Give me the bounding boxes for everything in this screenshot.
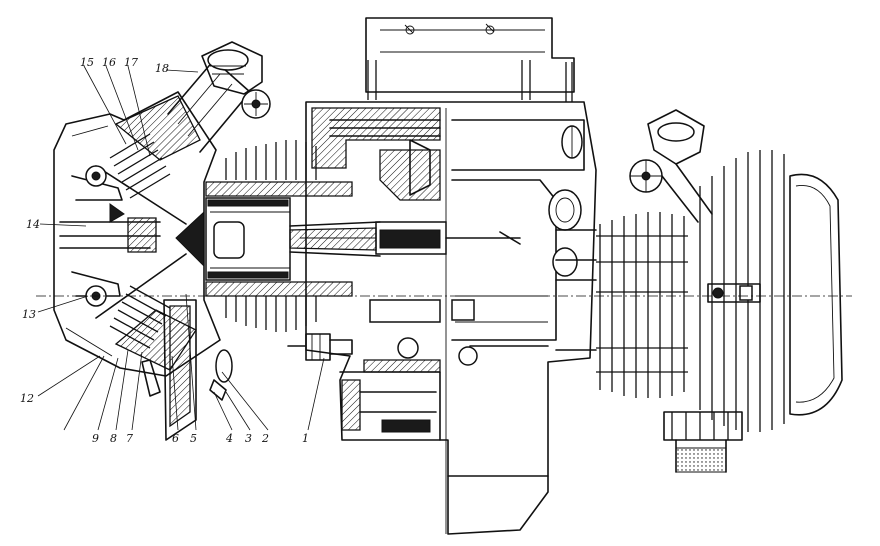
callout-18: 18 [155,62,169,75]
left-cylinder-section [175,140,381,332]
callout-14: 14 [26,218,40,231]
callout-4: 4 [225,432,233,445]
callout-leaders [37,65,325,431]
callout-3: 3 [245,432,252,445]
left-cylinder-head [53,41,271,441]
spark-plug [287,333,353,361]
callout-7: 7 [126,432,133,445]
callout-16: 16 [102,56,116,69]
callout-5: 5 [190,432,197,445]
callout-1: 1 [302,432,309,445]
callout-17: 17 [124,56,138,69]
callout-13: 13 [22,308,36,321]
callout-2: 2 [261,432,269,445]
crankcase [305,17,597,535]
callout-9: 9 [92,432,99,445]
callout-labels: 15 16 17 18 14 13 12 9 8 7 6 5 4 3 2 1 [20,56,309,445]
callout-6: 6 [172,432,179,445]
callout-15: 15 [80,56,94,69]
right-cylinder-exterior [555,109,843,473]
callout-8: 8 [110,432,117,445]
callout-12: 12 [20,392,34,405]
